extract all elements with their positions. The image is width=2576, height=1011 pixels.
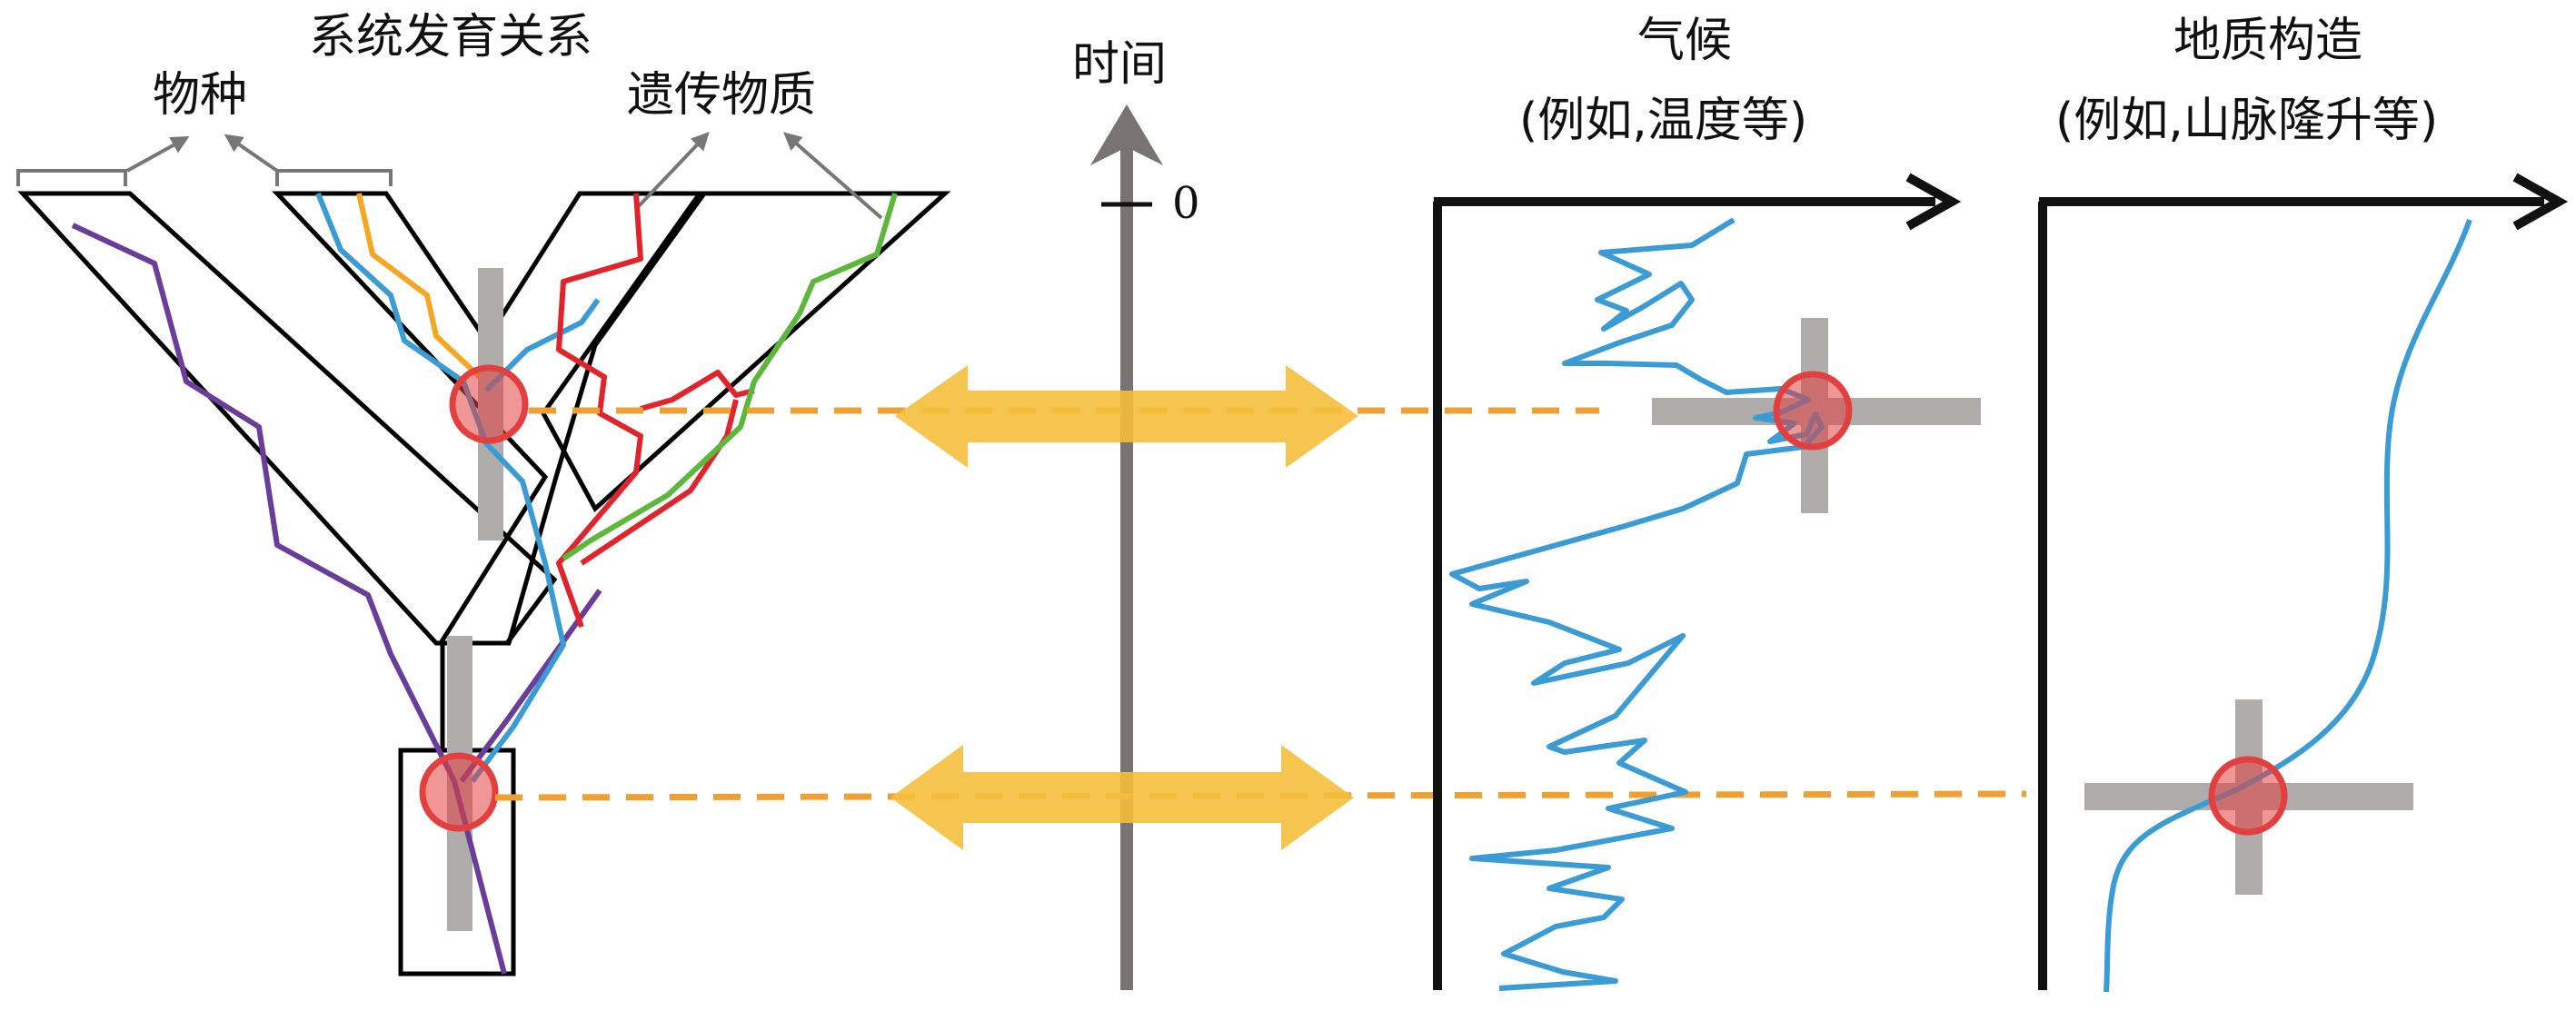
double-arrow-lower — [890, 745, 1354, 850]
geology-example: (例如,山脉隆升等) — [2055, 94, 2438, 148]
lineage-green — [562, 193, 898, 561]
lineage-red-upper — [580, 399, 739, 566]
geology-event-circle — [2208, 756, 2288, 836]
bracket-left — [16, 169, 127, 186]
time-axis: 0 时间 — [1072, 37, 1200, 990]
lineage-red — [556, 193, 643, 629]
species-pointer-left — [126, 136, 190, 173]
genetic-pointer-left — [634, 132, 710, 211]
genetic-pointer-right — [782, 132, 883, 220]
tree-outline-right-lower — [541, 191, 951, 512]
geology-panel: 地质构造 (例如,山脉隆升等) — [2038, 14, 2569, 993]
geology-title: 地质构造 — [2173, 14, 2362, 68]
climate-panel: 气候 (例如,温度等) — [1433, 14, 1981, 991]
lineage-orange — [356, 193, 482, 380]
species-brackets — [16, 132, 883, 220]
climate-example: (例如,温度等) — [1519, 94, 1807, 148]
climate-title: 气候 — [1637, 14, 1732, 68]
climate-x-arrowhead — [1905, 173, 1962, 231]
lineage-red-branch — [640, 370, 755, 411]
tree-events — [419, 364, 529, 832]
time-zero-label: 0 — [1172, 178, 1200, 229]
phylogeny-title: 系统发育关系 — [309, 10, 592, 64]
time-label: 时间 — [1072, 37, 1167, 92]
event-circle-upper — [449, 364, 529, 444]
geology-curve — [2104, 218, 2472, 993]
event-circle-lower — [419, 752, 499, 832]
geology-x-arrowhead — [2512, 173, 2569, 231]
double-arrow-upper — [895, 365, 1358, 468]
climate-event-circle — [1773, 371, 1853, 451]
genetic-material-label: 遗传物质 — [627, 68, 816, 123]
bracket-right — [275, 169, 393, 186]
tree-outline-right — [272, 191, 709, 646]
lineage-purple — [71, 223, 507, 975]
time-axis-arrowhead — [1090, 104, 1163, 165]
species-pointer-right — [224, 134, 279, 173]
links — [494, 365, 2027, 850]
climate-curve — [1449, 217, 1825, 991]
species-label: 物种 — [153, 68, 247, 123]
